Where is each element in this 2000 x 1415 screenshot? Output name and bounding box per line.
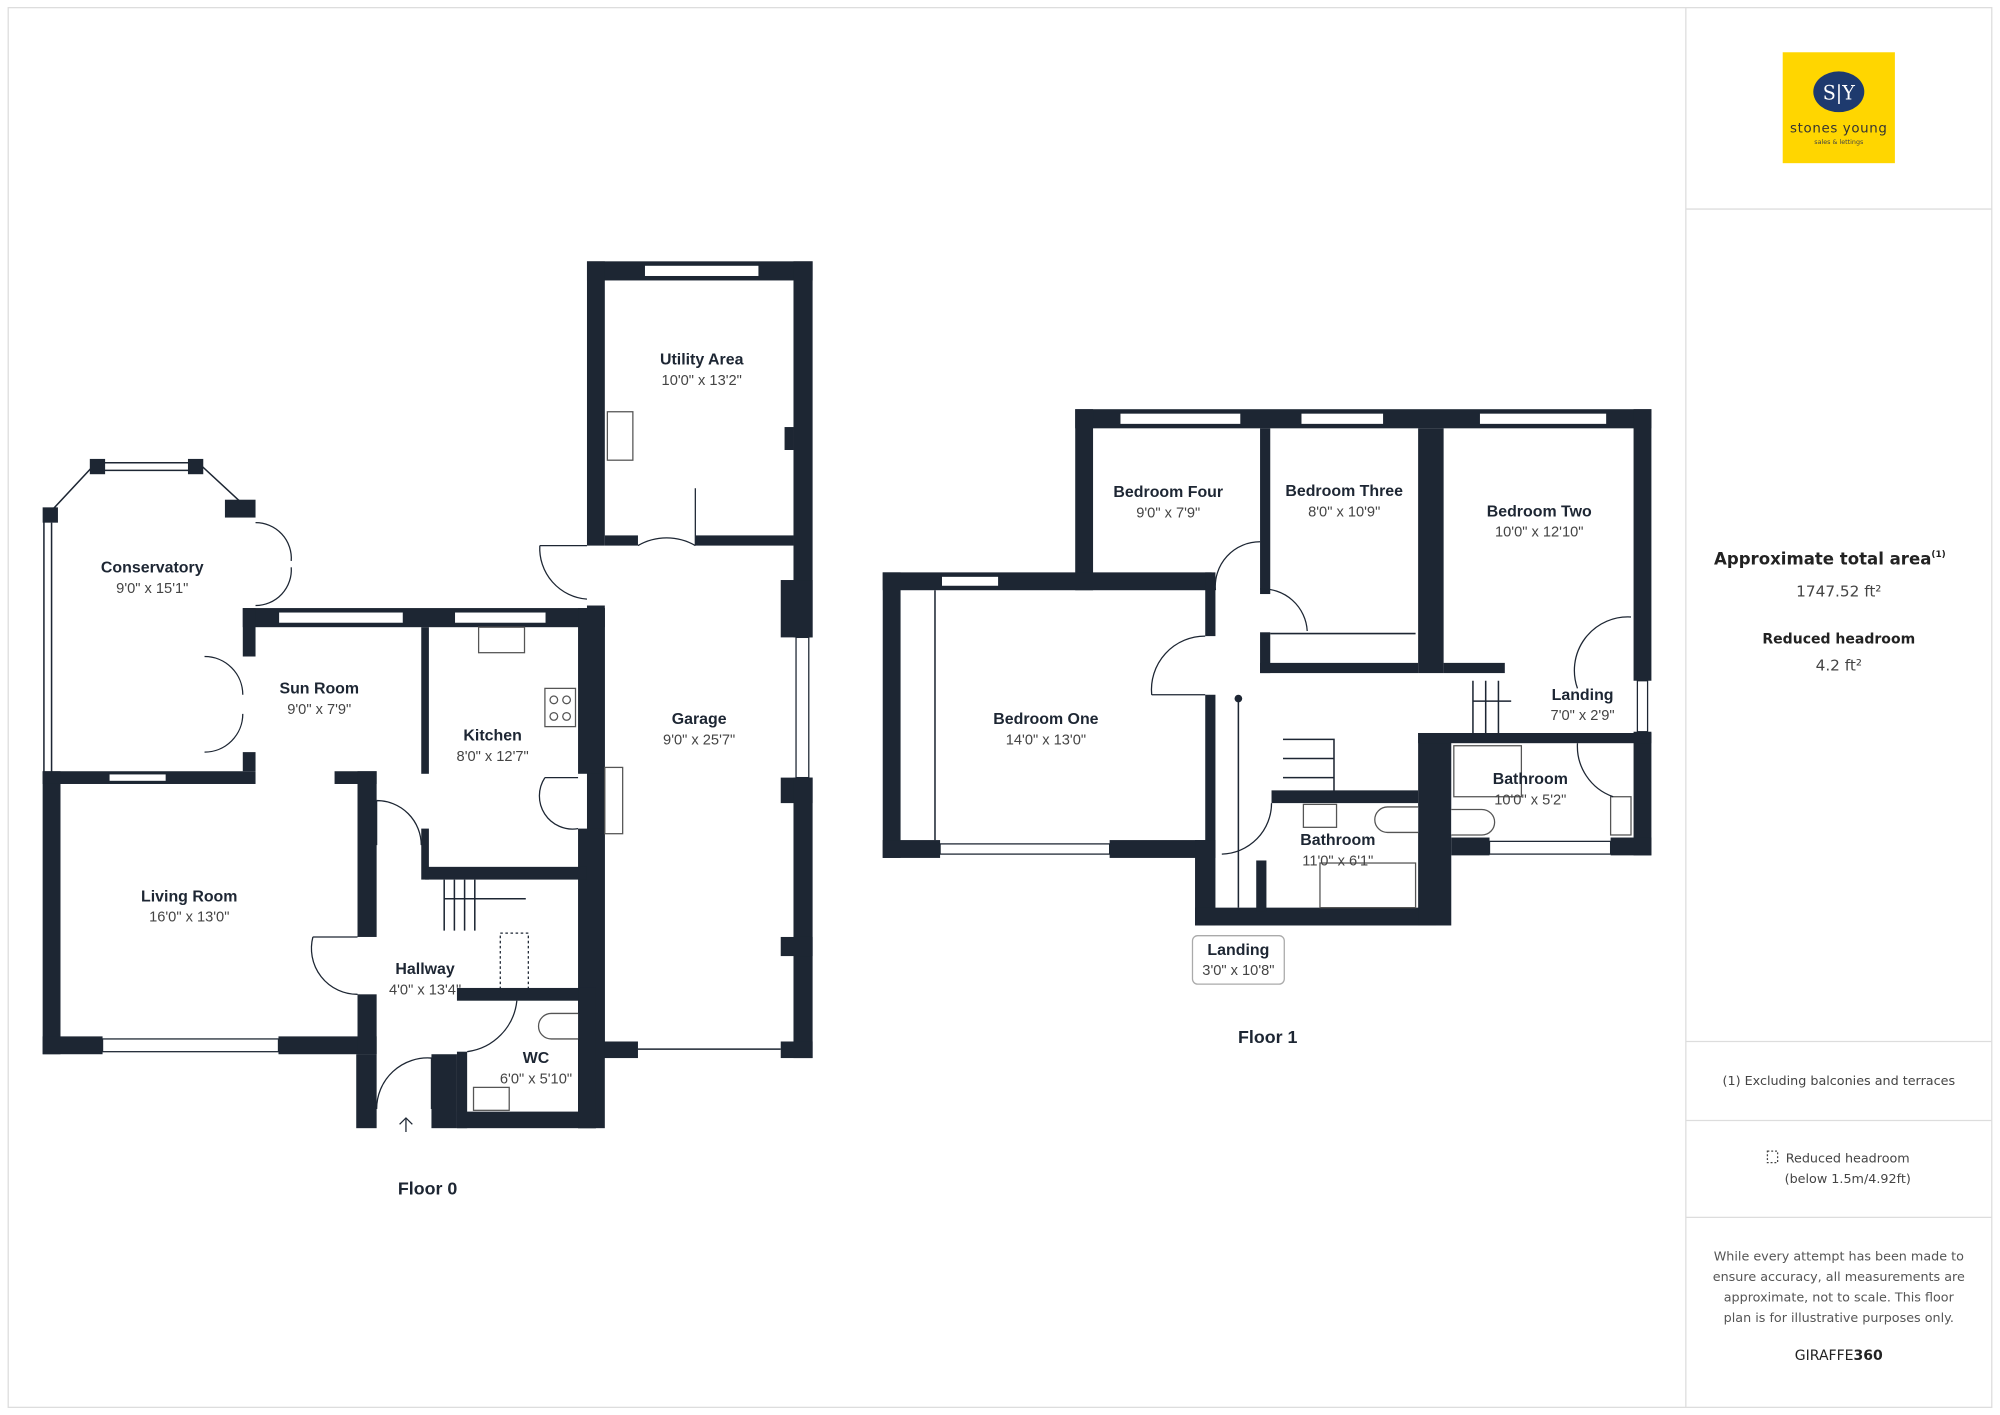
brand-logo: S|Y stones young sales & lettings [1782, 52, 1895, 164]
room-dims: 8'0" x 12'7" [457, 749, 529, 765]
floor-1-plan: Floor 1 [882, 409, 1652, 1047]
room-name: WC [523, 1050, 550, 1067]
room-name: Living Room [141, 888, 237, 905]
entrance-arrow-icon [399, 1117, 413, 1132]
reduced-headroom-label: Reduced headroom [1762, 632, 1915, 648]
room-name: Hallway [395, 961, 454, 978]
room-dims: 9'0" x 25'7" [663, 732, 735, 748]
floor-0-label: Floor 0 [398, 1178, 458, 1198]
disclaimer-line: While every attempt has been made to [1714, 1250, 1964, 1265]
room-dims: 10'0" x 5'2" [1494, 792, 1566, 808]
room-name: Bathroom [1493, 771, 1568, 788]
floor-0-room-labels: Utility Area 10'0" x 13'2" Conservatory … [101, 352, 744, 1088]
room-dims: 11'0" x 6'1" [1302, 854, 1373, 870]
room-dims: 9'0" x 15'1" [116, 581, 188, 597]
floor-1-label: Floor 1 [1238, 1027, 1298, 1047]
logo-monogram: S|Y [1823, 81, 1856, 104]
room-name: Conservatory [101, 559, 204, 576]
room-dims: 10'0" x 13'2" [662, 373, 742, 389]
reduced-headroom-area [499, 932, 529, 990]
room-name: Kitchen [463, 728, 521, 745]
room-name: Landing [1552, 687, 1614, 704]
logo-tagline: sales & lettings [1814, 138, 1863, 146]
room-name: Sun Room [279, 680, 359, 697]
room-name: Bedroom Four [1113, 484, 1223, 501]
total-area-value: 1747.52 ft² [1796, 583, 1881, 601]
room-name: Utility Area [660, 352, 744, 369]
total-area-label: Approximate total area(1) [1714, 550, 1946, 569]
logo-name: stones young [1790, 122, 1888, 137]
legend-line-2: (below 1.5m/4.92ft) [1785, 1172, 1911, 1187]
page-frame [7, 7, 1993, 1408]
room-dims: 4'0" x 13'4" [389, 982, 461, 998]
room-name: Garage [672, 711, 727, 728]
reduced-headroom-legend-icon [1766, 1150, 1779, 1164]
floor-1-room-labels: Bedroom Four 9'0" x 7'9" Bedroom Three 8… [993, 483, 1614, 979]
floor-0-plan: Floor 0 [42, 261, 813, 1198]
room-dims: 6'0" x 5'10" [500, 1072, 572, 1088]
room-dims: 7'0" x 2'9" [1551, 708, 1615, 724]
room-name: Bedroom One [993, 711, 1098, 728]
sidebar: S|Y stones young sales & lettings Approx… [1685, 52, 1992, 1364]
room-name: Bedroom Two [1487, 503, 1592, 520]
room-dims: 3'0" x 10'8" [1202, 963, 1274, 979]
disclaimer-line: approximate, not to scale. This floor [1724, 1291, 1955, 1306]
giraffe360-credit: GIRAFFE360 [1795, 1348, 1883, 1364]
room-dims: 9'0" x 7'9" [1136, 506, 1200, 522]
room-dims: 14'0" x 13'0" [1006, 732, 1086, 748]
footnote: (1) Excluding balconies and terraces [1723, 1074, 1956, 1089]
room-name: Bedroom Three [1285, 483, 1403, 500]
logo-circle [1813, 71, 1865, 113]
room-name: Bathroom [1300, 832, 1375, 849]
reduced-headroom-value: 4.2 ft² [1816, 657, 1862, 675]
legend-line-1: Reduced headroom [1786, 1152, 1910, 1167]
room-dims: 16'0" x 13'0" [149, 910, 229, 926]
room-dims: 8'0" x 10'9" [1308, 504, 1380, 520]
disclaimer-line: plan is for illustrative purposes only. [1724, 1311, 1954, 1326]
room-dims: 10'0" x 12'10" [1495, 525, 1583, 541]
disclaimer-line: ensure accuracy, all measurements are [1713, 1270, 1965, 1285]
landing-label-box [1191, 935, 1285, 985]
room-name: Landing [1207, 942, 1269, 959]
room-dims: 9'0" x 7'9" [287, 702, 351, 718]
